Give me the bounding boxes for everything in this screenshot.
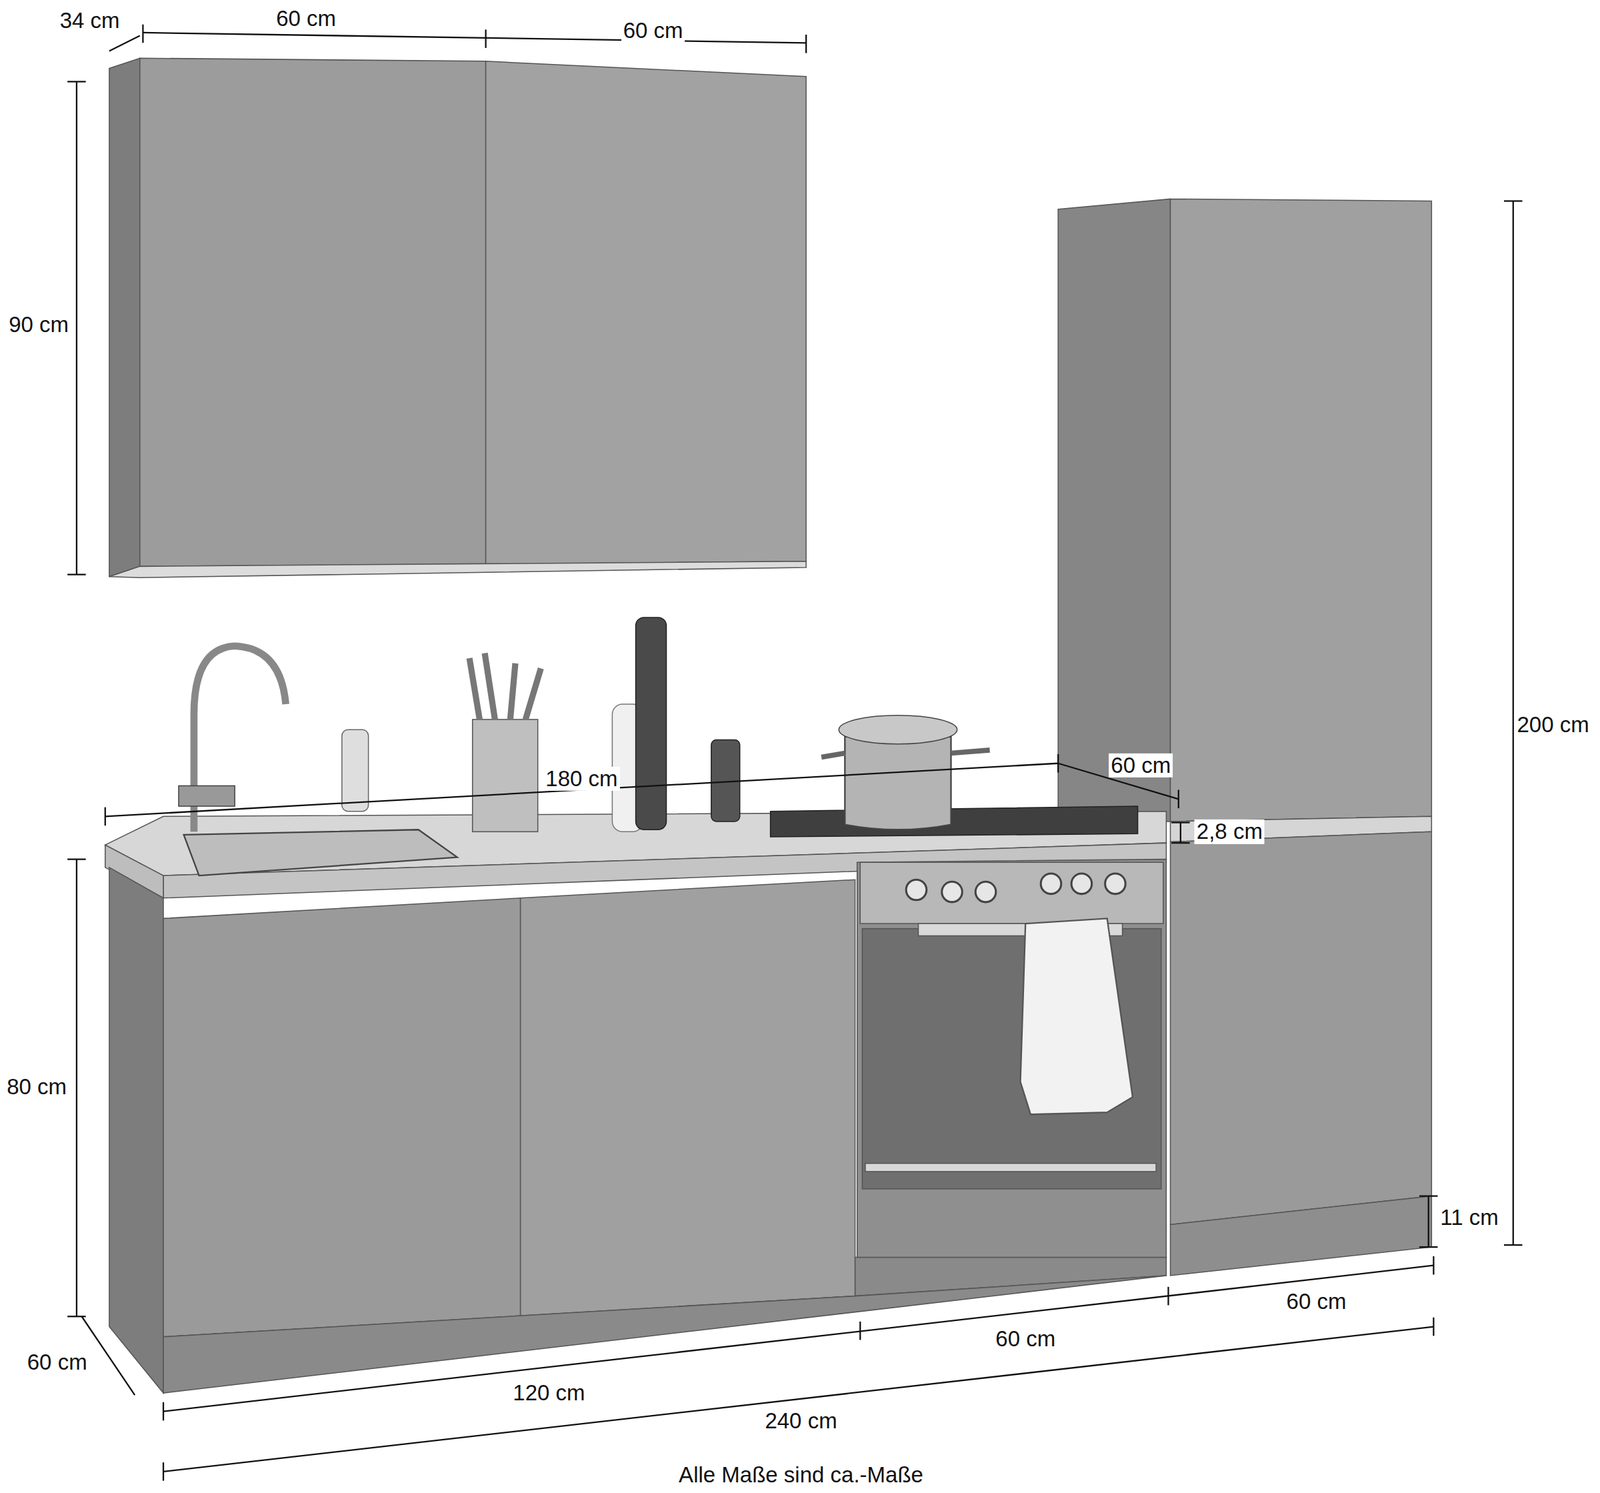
dimension-label: 11 cm [1438, 1205, 1500, 1230]
dimension-label: 60 cm [25, 1350, 90, 1374]
dimension-label: 34 cm [58, 8, 122, 32]
dimension-label: 60 cm [1108, 753, 1173, 778]
dimension-label: 180 cm [543, 766, 620, 791]
dimension-label: 60 cm [993, 1326, 1058, 1351]
dimension-label: 200 cm [1514, 712, 1591, 737]
dimension-label: 240 cm [762, 1408, 839, 1432]
dimension-label: 60 cm [274, 6, 338, 30]
dimension-label: 80 cm [4, 1074, 69, 1099]
dimension-label: 120 cm [510, 1380, 587, 1405]
dimension-label: 60 cm [1284, 1288, 1349, 1313]
caption: Alle Maße sind ca.-Maße [676, 1462, 926, 1487]
dimension-label: 2,8 cm [1194, 819, 1265, 844]
dimension-label: 60 cm [621, 18, 686, 43]
dimension-label: 90 cm [6, 312, 71, 337]
